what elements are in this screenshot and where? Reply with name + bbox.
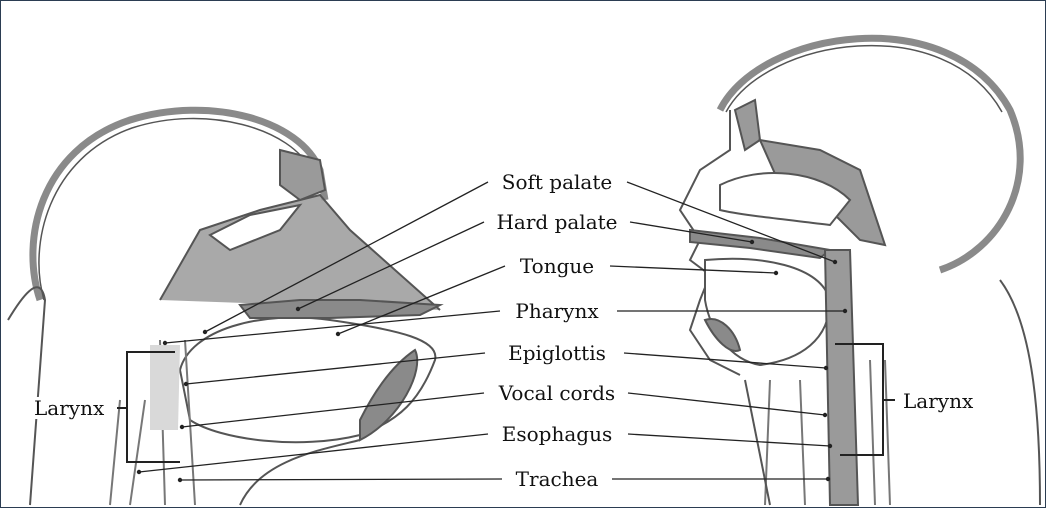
label-tongue: Tongue (516, 255, 598, 277)
leader-vocal-cords-right (627, 392, 826, 416)
left-chin (239, 439, 361, 506)
label-soft-palate: Soft palate (498, 171, 616, 193)
right-head-illustration (678, 34, 1041, 506)
left-skull-inner (38, 117, 313, 301)
left-face-bone (159, 193, 441, 311)
larynx-brackets (117, 343, 895, 463)
leader-vocal-cords-left (181, 392, 485, 428)
label-larynx-left: Larynx (31, 397, 108, 419)
label-trachea: Trachea (512, 468, 602, 490)
left-orbit (279, 148, 327, 202)
right-skull-inner (725, 44, 1003, 113)
leader-esophagus-right (627, 433, 831, 447)
leader-epiglottis-right (623, 352, 827, 369)
right-neck-back (999, 279, 1041, 506)
right-skull (716, 34, 1024, 274)
leader-dots (136, 239, 848, 483)
right-tongue (704, 257, 832, 367)
left-palate (238, 299, 444, 319)
label-epiglottis: Epiglottis (505, 342, 609, 364)
left-nasal (208, 203, 303, 252)
leader-tongue-left (337, 265, 506, 335)
label-hard-palate: Hard palate (493, 211, 621, 233)
label-pharynx: Pharynx (512, 300, 602, 322)
leader-soft-palate-left (204, 181, 489, 333)
label-esophagus: Esophagus (498, 423, 616, 445)
right-neck-front (744, 379, 771, 506)
left-jaw (359, 348, 419, 442)
leader-soft-palate-right (626, 181, 836, 263)
leader-lines (138, 181, 845, 481)
left-skull (29, 106, 329, 302)
leader-hard-palate-right (629, 221, 753, 243)
right-nasal-cavity (719, 172, 852, 227)
left-airway-fill (150, 345, 180, 430)
right-face (678, 110, 741, 376)
right-spine (869, 359, 891, 506)
label-larynx-right: Larynx (900, 390, 977, 412)
right-hard-palate (689, 228, 833, 260)
leader-hard-palate-left (297, 221, 485, 310)
label-vocal-cords: Vocal cords (495, 382, 619, 404)
left-neck-back (7, 286, 47, 506)
right-pharynx (823, 249, 860, 506)
leader-epiglottis-left (185, 352, 486, 385)
left-spine (109, 399, 146, 506)
left-head-illustration (7, 106, 444, 506)
right-orbit (733, 98, 762, 152)
leader-trachea-left (179, 478, 503, 481)
leader-pharynx-left (164, 310, 501, 344)
leader-esophagus-left (138, 433, 489, 473)
right-mouth-dark (703, 318, 742, 352)
leader-tongue-right (609, 265, 777, 274)
